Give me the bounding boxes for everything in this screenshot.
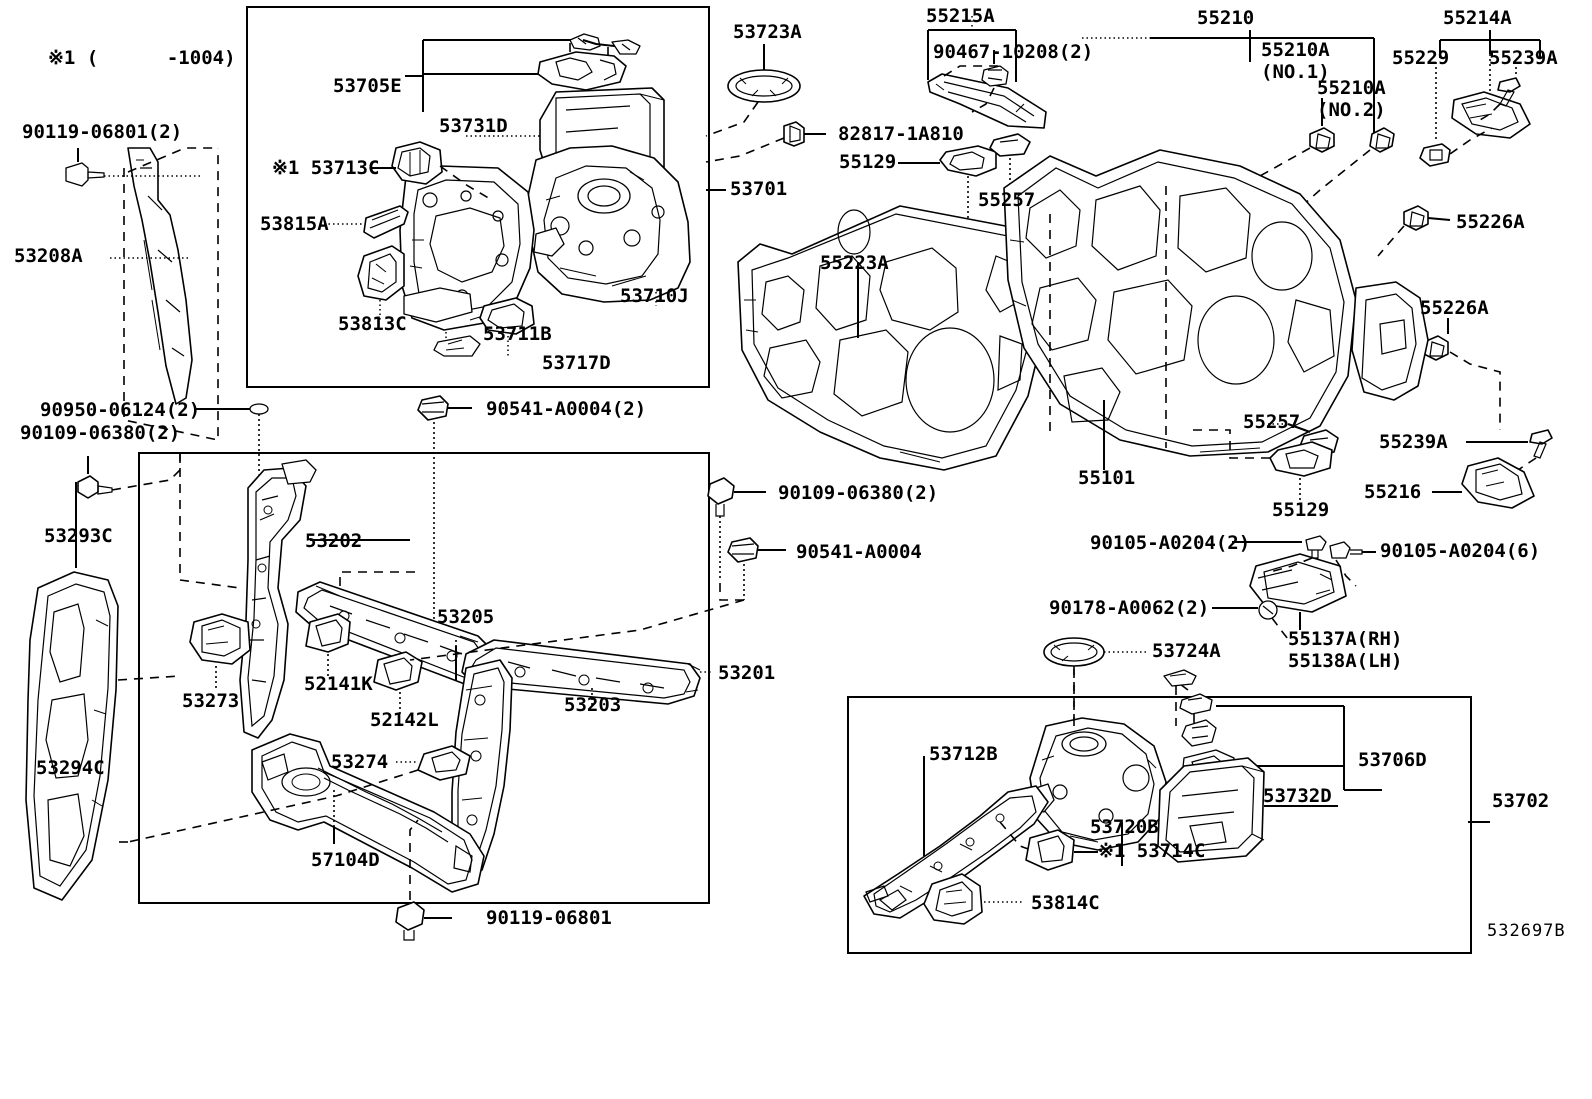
- label-90105-A0204-2: 90105-A0204(2): [1090, 532, 1251, 554]
- label-90541-A0004: 90541-A0004: [796, 541, 922, 563]
- label-55214A: 55214A: [1443, 7, 1512, 29]
- group-box-53701: [246, 6, 710, 388]
- label-53208A: 53208A: [14, 245, 83, 267]
- group-box-53201: [138, 452, 710, 904]
- label-55226A-mid: 55226A: [1420, 297, 1489, 319]
- label-53201: 53201: [718, 662, 776, 684]
- label-90178-A0062-2: 90178-A0062(2): [1049, 597, 1210, 619]
- label-53705E: 53705E: [333, 75, 402, 97]
- label-90109-06380-2-mid: 90109-06380(2): [778, 482, 939, 504]
- part-55210A-art: [1082, 30, 1395, 223]
- label-53732D: 53732D: [1263, 785, 1332, 807]
- label-55257-lower: 55257: [1243, 411, 1301, 433]
- label-53701: 53701: [730, 178, 788, 200]
- label-53293C: 53293C: [44, 525, 113, 547]
- label-55137A-RH: 55137A(RH): [1288, 628, 1403, 650]
- label-55101: 55101: [1078, 467, 1136, 489]
- label-53205: 53205: [437, 606, 495, 628]
- label-55239A-top: 55239A: [1489, 47, 1558, 69]
- label-note-mark: ※1 ( -1004): [48, 47, 236, 69]
- label-55223A: 55223A: [820, 252, 889, 274]
- part-55226A-mid-art: [1423, 318, 1501, 430]
- label-90541-A0004-2: 90541-A0004(2): [486, 398, 647, 420]
- label-55129-lower: 55129: [1272, 499, 1330, 521]
- label-90119-06801: 90119-06801: [486, 907, 612, 929]
- label-53274: 53274: [331, 751, 389, 773]
- label-90105-A0204-6: 90105-A0204(6): [1380, 540, 1541, 562]
- label-53202: 53202: [305, 530, 363, 552]
- label-53702: 53702: [1492, 790, 1550, 812]
- label-53724A: 53724A: [1152, 640, 1221, 662]
- label-53720B: 53720B: [1090, 816, 1159, 838]
- part-55226A-upper-art: [1377, 205, 1451, 257]
- label-53723A: 53723A: [733, 21, 802, 43]
- part-55101-art: [1003, 149, 1429, 470]
- label-53731D: 53731D: [439, 115, 508, 137]
- diagram-code: 532697B: [1487, 921, 1566, 941]
- label-55226A-top: 55226A: [1456, 211, 1525, 233]
- label-55138A-LH: 55138A(LH): [1288, 650, 1403, 672]
- label-53717D: 53717D: [542, 352, 611, 374]
- label-90119-06801-2: 90119-06801(2): [22, 121, 183, 143]
- label-53203: 53203: [564, 694, 622, 716]
- label-53815A: 53815A: [260, 213, 329, 235]
- label-53294C: 53294C: [36, 757, 105, 779]
- label-82817-1A810: 82817-1A810: [838, 123, 964, 145]
- label-53710J: 53710J: [620, 285, 689, 307]
- label-55210A-no2: 55210A (NO.2): [1317, 77, 1386, 121]
- group-box-53702: [847, 696, 1472, 954]
- label-55129-upper: 55129: [839, 151, 897, 173]
- label-55216: 55216: [1364, 481, 1422, 503]
- label-53712B: 53712B: [929, 743, 998, 765]
- part-55257-upper-art: [989, 133, 1031, 190]
- label-55215A: 55215A: [926, 5, 995, 27]
- label-53714C: ※1 53714C: [1098, 840, 1206, 862]
- label-53713C: ※1 53713C: [272, 157, 380, 179]
- label-90109-06380-2-left: 90109-06380(2): [20, 422, 181, 444]
- part-53723A-art: [705, 44, 826, 191]
- label-90467-10208-2: 90467-10208(2): [933, 41, 1094, 63]
- label-55210A-no1: 55210A (NO.1): [1261, 39, 1330, 83]
- label-55257-upper: 55257: [978, 189, 1036, 211]
- label-55239A-lower: 55239A: [1379, 431, 1448, 453]
- label-53814C: 53814C: [1031, 892, 1100, 914]
- part-55223A-art: [737, 205, 1045, 471]
- label-53273: 53273: [182, 690, 240, 712]
- label-53711B: 53711B: [483, 323, 552, 345]
- label-57104D: 57104D: [311, 849, 380, 871]
- label-52142L: 52142L: [370, 709, 439, 731]
- label-52141K: 52141K: [304, 673, 373, 695]
- part-53208A-art: [65, 147, 219, 441]
- part-55239A-lower-art: [1466, 429, 1553, 479]
- part-55215A-art: [927, 16, 1047, 129]
- part-55129-lower-art: [1190, 429, 1333, 500]
- label-90950-06124-2: 90950-06124(2): [40, 399, 201, 421]
- label-53706D: 53706D: [1358, 749, 1427, 771]
- part-55216-art: [1432, 457, 1535, 509]
- label-53813C: 53813C: [338, 313, 407, 335]
- label-55229: 55229: [1392, 47, 1450, 69]
- label-55210: 55210: [1197, 7, 1255, 29]
